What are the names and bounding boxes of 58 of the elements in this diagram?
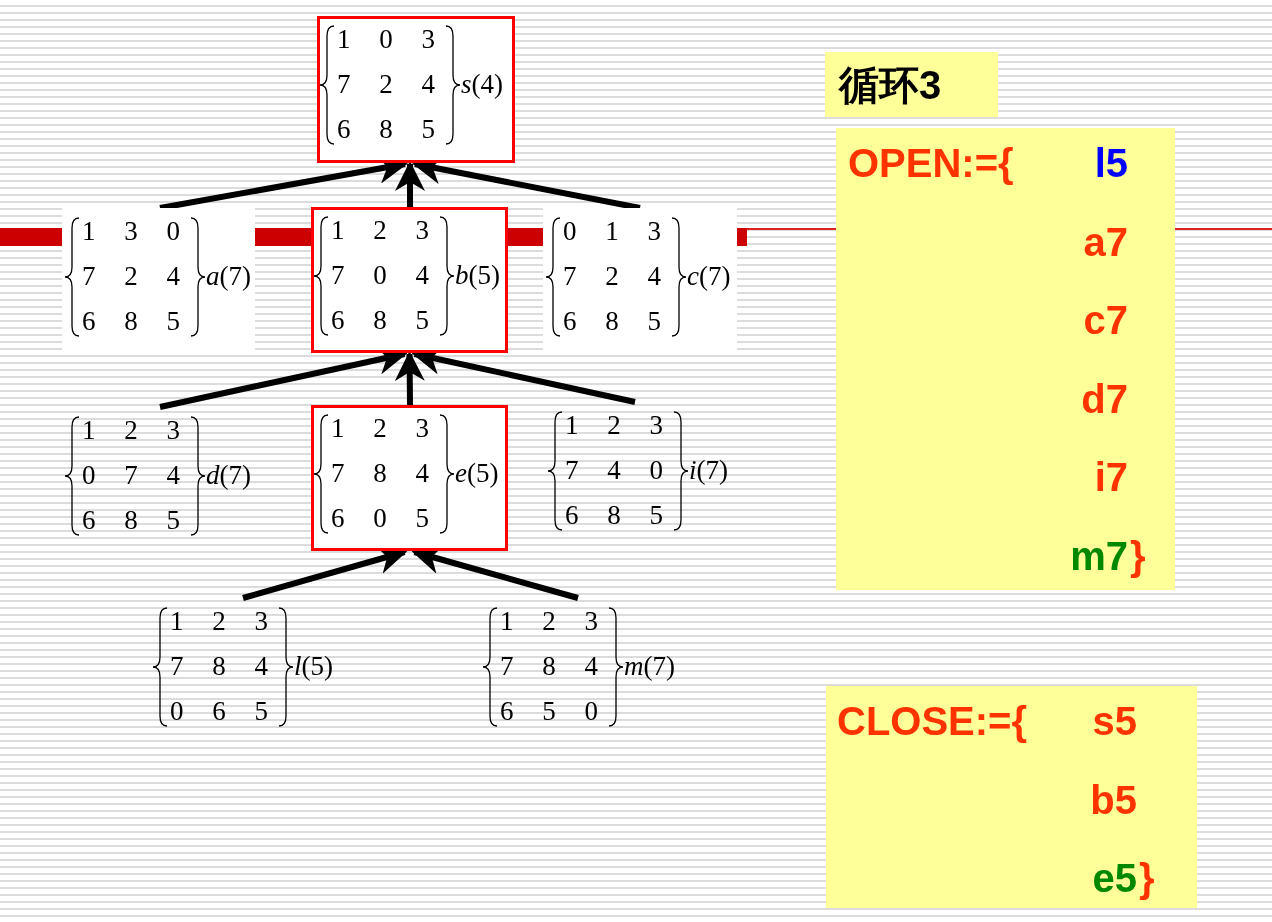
matrix-row: 1 2 3 — [331, 215, 429, 245]
matrix-row: 7 0 4 — [331, 260, 429, 290]
matrix-row: 6 8 5 — [82, 505, 180, 535]
matrix-row: 7 2 4 — [563, 261, 661, 291]
set-item: c7 — [1083, 297, 1128, 343]
matrix-row: 6 8 5 — [565, 500, 663, 530]
matrix-row: 7 2 4 — [82, 261, 180, 291]
set-item: i7 — [1094, 454, 1128, 500]
matrix-row: 1 2 3 — [565, 410, 663, 440]
matrix-row: 6 0 5 — [331, 503, 429, 533]
set-item: d7 — [1081, 375, 1128, 422]
set-item: e5 — [1092, 855, 1137, 901]
matrix-row: 6 8 5 — [82, 306, 180, 336]
matrix-row: 7 4 0 — [565, 455, 663, 485]
set-item: m7 — [1070, 532, 1128, 579]
matrix-row: 1 2 3 — [170, 606, 268, 636]
state-label: s(4) — [461, 69, 503, 99]
matrix-row: 7 8 4 — [170, 651, 268, 681]
state-box — [311, 207, 508, 353]
list-panel — [825, 52, 998, 117]
matrix-row: 1 2 3 — [500, 606, 598, 636]
matrix-row: 1 2 3 — [82, 415, 180, 445]
state-label: a(7) — [206, 261, 251, 291]
matrix-row: 7 2 4 — [337, 69, 435, 99]
state-box — [311, 405, 508, 551]
set-header: OPEN:={ — [848, 140, 1014, 186]
matrix-row: 0 1 3 — [563, 216, 661, 246]
state-label: l(5) — [294, 651, 333, 681]
matrix-row: 6 5 0 — [500, 696, 598, 726]
state-label: b(5) — [455, 260, 500, 290]
state-label: e(5) — [455, 458, 499, 488]
set-item: a7 — [1083, 218, 1128, 265]
list-panel — [836, 128, 1175, 590]
matrix-row: 0 6 5 — [170, 696, 268, 726]
closing-brace: } — [1139, 855, 1155, 901]
state-label: d(7) — [206, 460, 251, 490]
state-box — [317, 16, 515, 163]
set-item: s5 — [1092, 698, 1137, 744]
set-header: CLOSE:={ — [837, 698, 1028, 744]
set-item: l5 — [1094, 140, 1128, 186]
matrix-row: 6 8 5 — [563, 306, 661, 336]
matrix-row: 1 0 3 — [337, 24, 435, 54]
matrix-row: 6 8 5 — [331, 305, 429, 335]
closing-brace: } — [1130, 532, 1146, 579]
list-panel — [826, 686, 1197, 908]
arrow — [394, 351, 425, 406]
loop-title: 循环3 — [839, 62, 942, 108]
arrow — [395, 161, 425, 207]
matrix-row: 0 7 4 — [82, 460, 180, 490]
state-label: i(7) — [689, 455, 728, 485]
set-item: b5 — [1090, 776, 1137, 823]
matrix-row: 1 2 3 — [331, 413, 429, 443]
matrix-row: 7 8 4 — [500, 651, 598, 681]
matrix-row: 6 8 5 — [337, 114, 435, 144]
state-label: m(7) — [624, 651, 675, 681]
state-label: c(7) — [687, 261, 731, 291]
matrix-row: 1 3 0 — [82, 216, 180, 246]
matrix-row: 7 8 4 — [331, 458, 429, 488]
